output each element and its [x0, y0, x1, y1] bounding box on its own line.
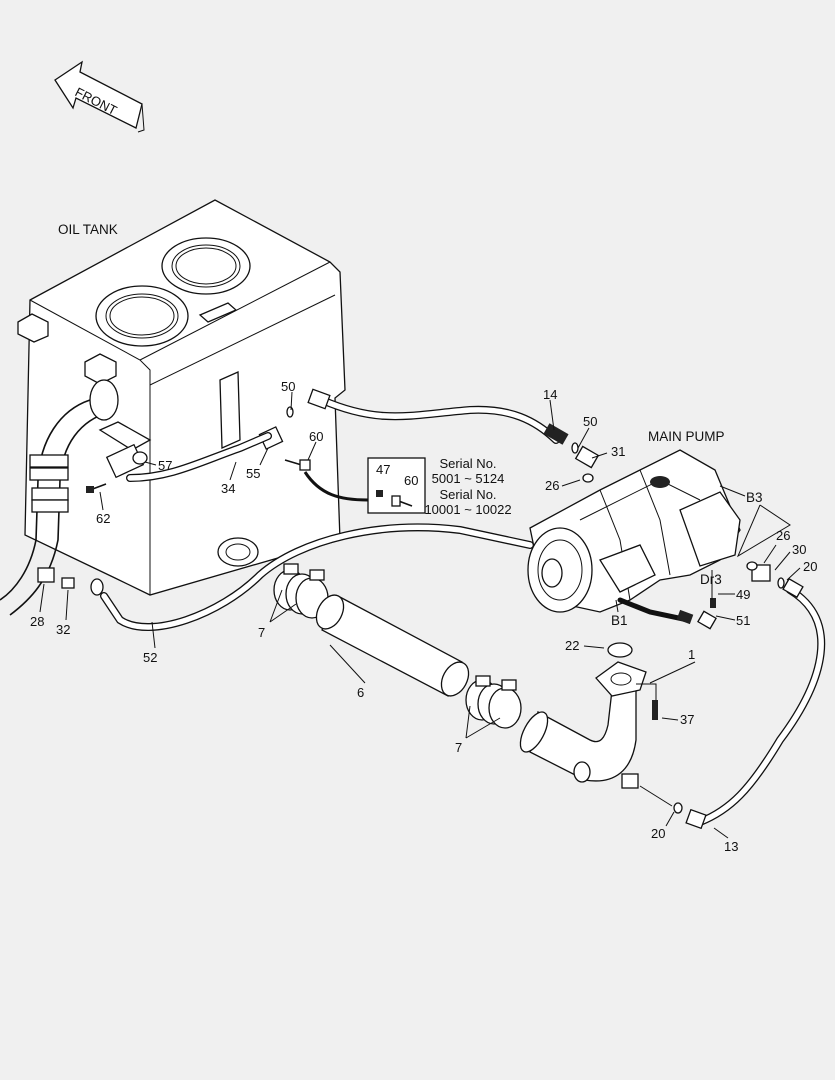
serial-part-60: 60 — [404, 473, 418, 488]
callout-52: 52 — [143, 650, 157, 665]
callout-51: 51 — [736, 613, 750, 628]
clamps-7-lower — [465, 675, 522, 729]
callout-31: 31 — [611, 444, 625, 459]
hose-14 — [307, 388, 569, 445]
callout-28: 28 — [30, 614, 44, 629]
serial-header-1: Serial No. — [439, 456, 496, 471]
main-pump-title: MAIN PUMP — [648, 429, 725, 444]
callout-7-lower: 7 — [455, 740, 462, 755]
hose-52 — [100, 523, 534, 632]
callout-50-pump: 50 — [583, 414, 597, 429]
tank-cover-plate-rear — [161, 237, 251, 295]
callout-14: 14 — [543, 387, 557, 402]
oil-tank-title: OIL TANK — [58, 222, 118, 237]
clamps-7-upper — [273, 563, 329, 619]
serial-part-47: 47 — [376, 462, 390, 477]
callout-13: 13 — [724, 839, 738, 854]
callout-49: 49 — [736, 587, 750, 602]
serial-header-2: Serial No. — [439, 487, 496, 502]
callout-50: 50 — [281, 379, 295, 394]
leader-lines — [39, 391, 801, 839]
tank-suction-hose — [0, 379, 119, 616]
callout-62: 62 — [96, 511, 110, 526]
callout-34: 34 — [221, 481, 235, 496]
hose-13 — [685, 577, 826, 830]
callout-20: 20 — [803, 559, 817, 574]
callout-60: 60 — [309, 429, 323, 444]
callout-57: 57 — [158, 458, 172, 473]
serial-range-2: 10001 ~ 10022 — [424, 502, 511, 517]
front-arrow: FRONT — [54, 60, 145, 133]
port-label-b3: B3 — [746, 490, 763, 505]
callout-55: 55 — [246, 466, 260, 481]
serial-number-box — [303, 457, 426, 514]
callout-1: 1 — [688, 647, 695, 662]
serial-range-1: 5001 ~ 5124 — [432, 471, 505, 486]
callout-37: 37 — [680, 712, 694, 727]
o-ring-22 — [607, 642, 633, 658]
hose-34 — [126, 432, 272, 482]
callout-26-b3: 26 — [776, 528, 790, 543]
callout-20-lower: 20 — [651, 826, 665, 841]
suction-pipe-1 — [519, 642, 683, 814]
callout-22: 22 — [565, 638, 579, 653]
callout-6: 6 — [357, 685, 364, 700]
main-pump — [527, 442, 785, 630]
callout-26: 26 — [545, 478, 559, 493]
port-label-b1: B1 — [611, 613, 628, 628]
suction-tube-6 — [315, 594, 470, 697]
port-label-dr3: Dr3 — [700, 572, 722, 587]
callout-32: 32 — [56, 622, 70, 637]
tank-cover-plate-front — [95, 285, 189, 347]
oil-tank — [17, 199, 346, 596]
callout-30: 30 — [792, 542, 806, 557]
callout-7-upper: 7 — [258, 625, 265, 640]
